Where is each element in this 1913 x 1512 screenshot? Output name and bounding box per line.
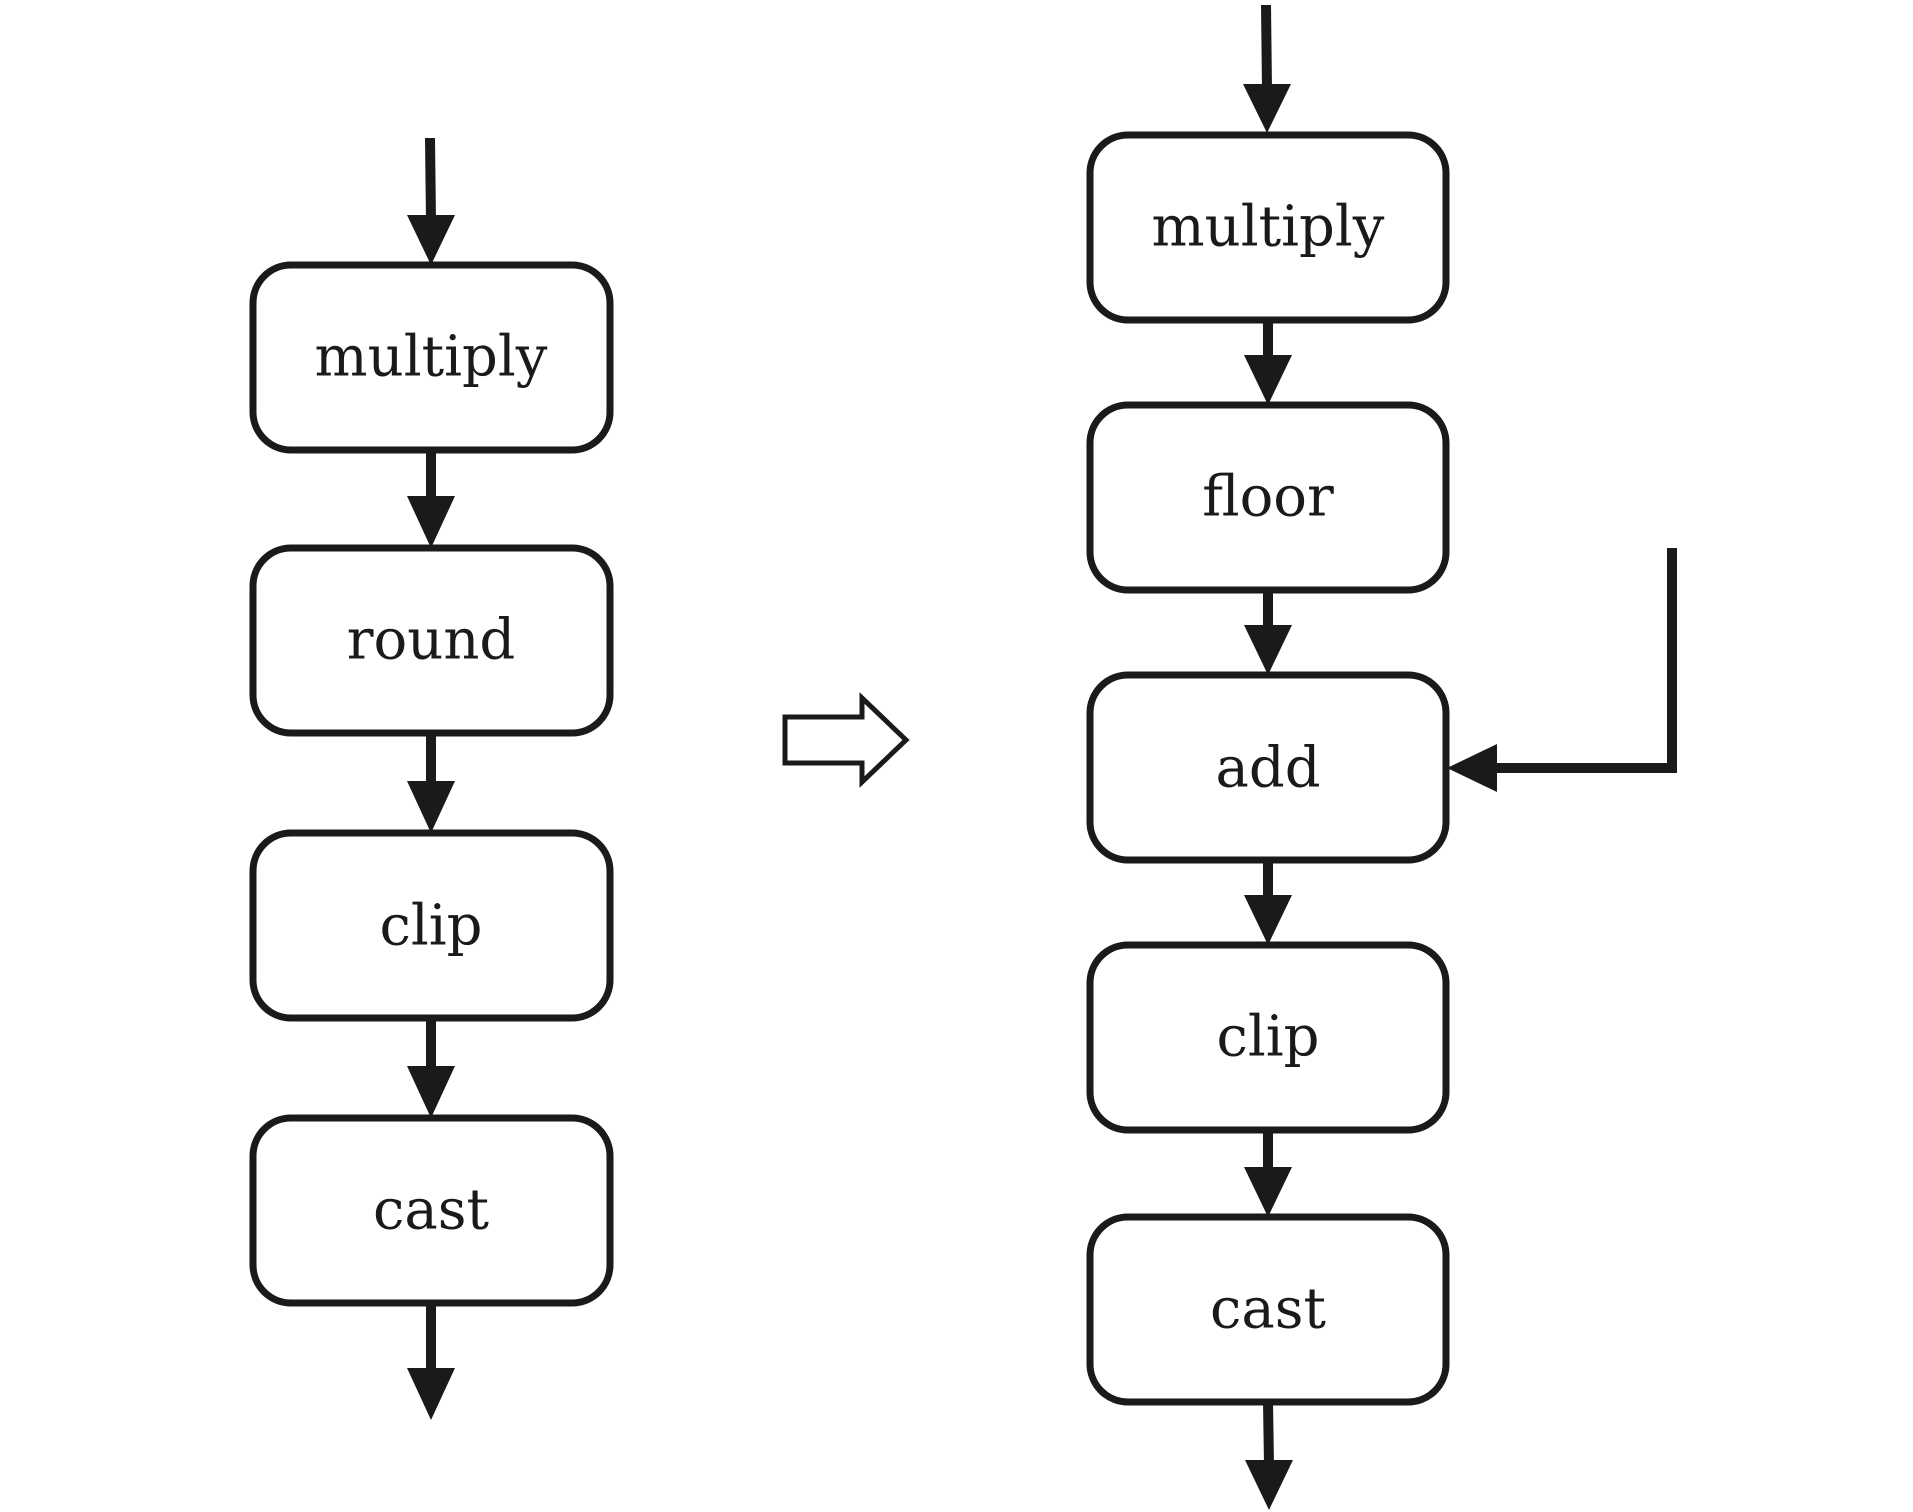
right-node-add-label: add bbox=[1215, 736, 1320, 801]
left-input-arrow bbox=[407, 137, 455, 265]
right-node-multiply-label: multiply bbox=[1152, 195, 1385, 260]
left-node-cast: cast bbox=[249, 1114, 614, 1307]
left-node-round-label: round bbox=[347, 608, 515, 673]
left-node-round: round bbox=[249, 544, 614, 737]
right-node-clip-label: clip bbox=[1216, 1005, 1319, 1070]
left-node-multiply-label: multiply bbox=[315, 325, 548, 390]
right-node-floor-label: floor bbox=[1202, 465, 1334, 530]
left-pipeline: multiply round clip cast bbox=[249, 137, 614, 1420]
right-arrow-2 bbox=[1244, 590, 1292, 675]
right-node-clip: clip bbox=[1086, 941, 1450, 1134]
left-arrow-1 bbox=[407, 450, 455, 548]
left-arrow-3 bbox=[407, 1018, 455, 1118]
right-node-multiply: multiply bbox=[1086, 131, 1450, 324]
left-output-arrow bbox=[407, 1303, 455, 1420]
right-output-arrow bbox=[1245, 1401, 1293, 1510]
left-arrow-2 bbox=[407, 733, 455, 833]
left-node-multiply: multiply bbox=[249, 261, 614, 454]
right-side-input-arrow bbox=[1447, 548, 1677, 792]
right-node-floor: floor bbox=[1086, 401, 1450, 594]
right-pipeline: multiply floor add bbox=[1086, 4, 1677, 1510]
right-arrow-4 bbox=[1244, 1130, 1292, 1217]
right-arrow-1 bbox=[1244, 320, 1292, 405]
right-node-cast-label: cast bbox=[1210, 1277, 1326, 1342]
right-node-add: add bbox=[1086, 671, 1450, 864]
right-node-cast: cast bbox=[1086, 1213, 1450, 1406]
left-node-clip: clip bbox=[249, 829, 614, 1022]
hollow-right-arrow-icon bbox=[782, 692, 910, 788]
right-arrow-3 bbox=[1244, 860, 1292, 945]
right-input-arrow bbox=[1243, 4, 1291, 133]
left-node-clip-label: clip bbox=[379, 894, 482, 959]
left-node-cast-label: cast bbox=[373, 1178, 489, 1243]
